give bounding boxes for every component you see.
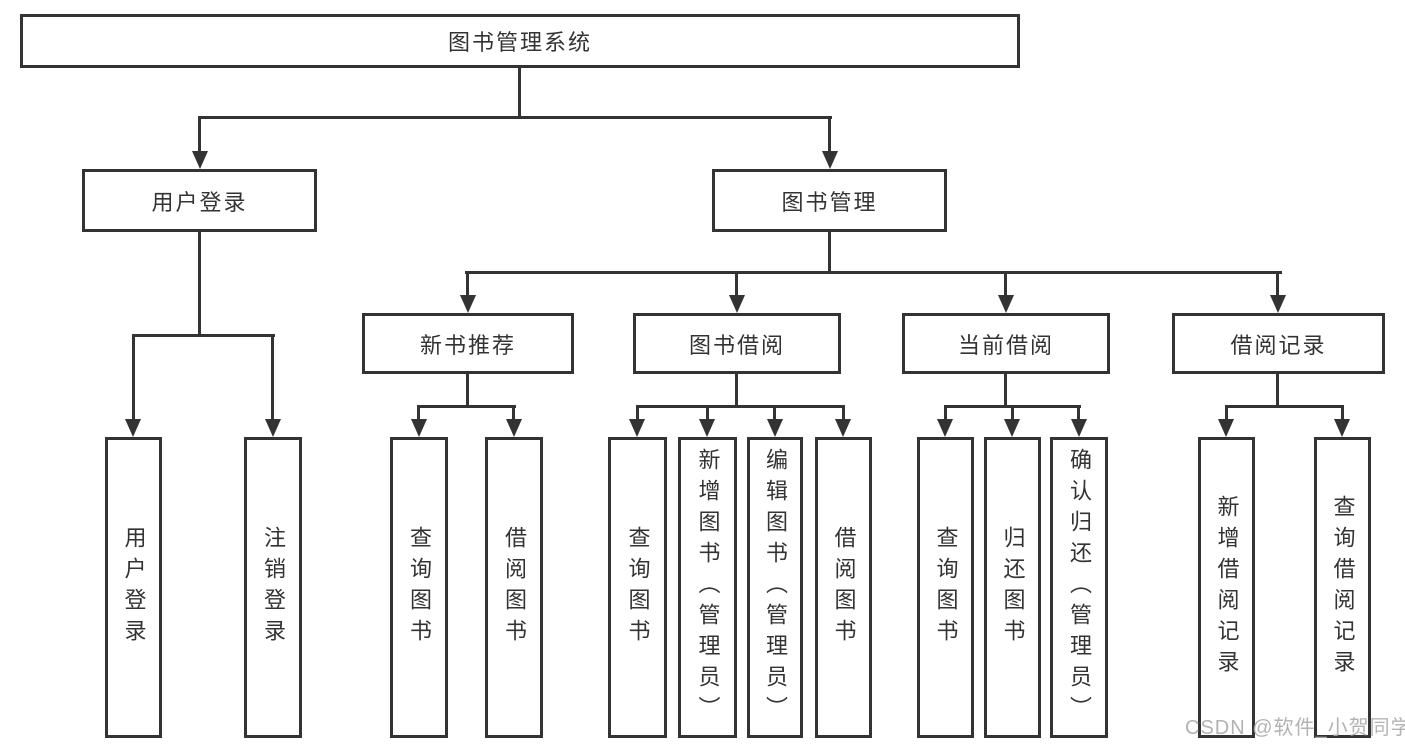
node-user-login-branch: 用户登录 xyxy=(82,169,317,232)
connector-line xyxy=(518,68,521,119)
connector-line xyxy=(1276,374,1279,407)
connector-line xyxy=(842,405,845,421)
arrowhead-icon xyxy=(125,419,141,437)
leaf-label: 用户登录 xyxy=(121,525,147,650)
connector-line xyxy=(132,334,275,337)
arrowhead-icon xyxy=(699,419,715,437)
connector-line xyxy=(944,405,947,421)
node-current-borrowing: 当前借阅 xyxy=(902,313,1110,374)
arrowhead-icon xyxy=(192,151,208,169)
leaf-label: 新增图书（管理员） xyxy=(695,448,721,727)
connector-line xyxy=(198,116,201,153)
leaf-return-books: 归还图书 xyxy=(984,437,1041,738)
arrowhead-icon xyxy=(1270,295,1286,313)
arrowhead-icon xyxy=(460,295,476,313)
watermark: CSDN @软件_小贺同学 xyxy=(1185,717,1405,739)
leaf-borrow-books: 借阅图书 xyxy=(485,437,543,738)
connector-line xyxy=(1004,271,1007,297)
arrowhead-icon xyxy=(411,419,427,437)
connector-line xyxy=(271,334,274,421)
leaf-borrow-books: 借阅图书 xyxy=(815,437,872,738)
connector-line xyxy=(735,374,738,407)
connector-line xyxy=(512,405,515,421)
connector-line xyxy=(198,116,832,119)
arrowhead-icon xyxy=(998,295,1014,313)
connector-line xyxy=(1225,405,1228,421)
connector-line xyxy=(198,232,201,336)
connector-line xyxy=(417,405,420,421)
leaf-add-borrow-record: 新增借阅记录 xyxy=(1198,437,1255,738)
connector-line xyxy=(1004,374,1007,407)
arrowhead-icon xyxy=(629,419,645,437)
arrowhead-icon xyxy=(729,295,745,313)
connector-line xyxy=(1341,405,1344,421)
node-label: 借阅记录 xyxy=(1230,332,1327,358)
leaf-logout: 注销登录 xyxy=(244,437,302,738)
node-new-book-recommendation: 新书推荐 xyxy=(362,313,574,374)
leaf-label: 编辑图书（管理员） xyxy=(763,448,788,727)
leaf-label: 确认归还（管理员） xyxy=(1067,448,1092,727)
leaf-user-login: 用户登录 xyxy=(105,437,162,738)
leaf-label: 借阅图书 xyxy=(502,525,527,650)
leaf-label: 查询图书 xyxy=(933,525,959,650)
leaf-label: 查询图书 xyxy=(407,525,432,650)
leaf-label: 新增借阅记录 xyxy=(1214,494,1240,681)
connector-line xyxy=(466,271,469,297)
connector-line xyxy=(132,334,135,421)
leaf-label: 借阅图书 xyxy=(831,525,857,650)
arrowhead-icon xyxy=(937,419,953,437)
connector-line xyxy=(466,374,469,407)
node-label: 图书管理 xyxy=(781,189,878,215)
connector-line xyxy=(828,116,831,153)
connector-line xyxy=(1225,405,1344,408)
leaf-query-borrow-record: 查询借阅记录 xyxy=(1314,437,1371,738)
leaf-query-books: 查询图书 xyxy=(608,437,667,738)
connector-line xyxy=(636,405,639,421)
connector-line xyxy=(1077,405,1080,421)
connector-line xyxy=(828,232,831,274)
leaf-edit-books-admin: 编辑图书（管理员） xyxy=(747,437,803,738)
leaf-query-books: 查询图书 xyxy=(917,437,974,738)
connector-line xyxy=(465,271,1282,274)
arrowhead-icon xyxy=(1004,419,1020,437)
node-root-label: 图书管理系统 xyxy=(447,30,592,55)
node-borrowing-records: 借阅记录 xyxy=(1172,313,1385,374)
arrowhead-icon xyxy=(822,151,838,169)
leaf-label: 查询图书 xyxy=(625,525,651,650)
leaf-label: 注销登录 xyxy=(261,525,286,650)
arrowhead-icon xyxy=(265,419,281,437)
node-label: 当前借阅 xyxy=(957,332,1054,358)
arrowhead-icon xyxy=(767,419,783,437)
arrowhead-icon xyxy=(1334,419,1350,437)
arrowhead-icon xyxy=(506,419,522,437)
node-label: 图书借阅 xyxy=(688,332,785,358)
node-label: 用户登录 xyxy=(151,189,248,215)
connector-line xyxy=(706,405,709,421)
leaf-label: 查询借阅记录 xyxy=(1330,494,1356,681)
connector-line xyxy=(636,405,845,408)
leaf-add-books-admin: 新增图书（管理员） xyxy=(678,437,737,738)
node-book-borrowing: 图书借阅 xyxy=(633,313,841,374)
leaf-confirm-return-admin: 确认归还（管理员） xyxy=(1050,437,1108,738)
leaf-query-books: 查询图书 xyxy=(390,437,448,738)
node-root: 图书管理系统 xyxy=(20,14,1020,68)
connector-line xyxy=(417,405,516,408)
connector-line xyxy=(1011,405,1014,421)
arrowhead-icon xyxy=(1218,419,1234,437)
connector-line xyxy=(773,405,776,421)
node-label: 新书推荐 xyxy=(419,332,516,358)
node-book-management: 图书管理 xyxy=(712,169,947,232)
connector-line xyxy=(1276,271,1279,297)
connector-line xyxy=(735,271,738,297)
leaf-label: 归还图书 xyxy=(1000,525,1026,650)
arrowhead-icon xyxy=(1071,419,1087,437)
arrowhead-icon xyxy=(835,419,851,437)
